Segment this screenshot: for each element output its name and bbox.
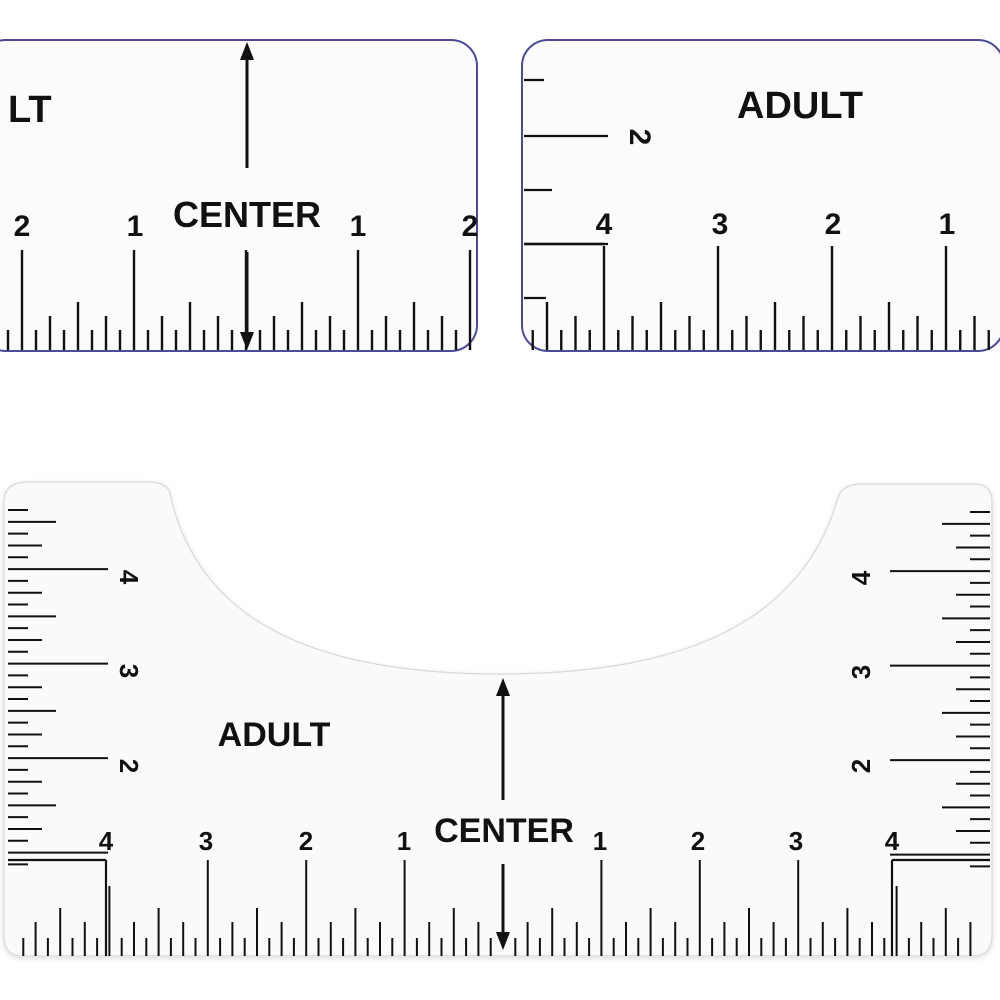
side-ruler-number: 2 [114, 759, 144, 773]
zoom-frame [521, 39, 1000, 352]
ruler-number: 4 [99, 826, 114, 856]
center-label: CENTER [173, 194, 321, 235]
ruler-number: 2 [691, 826, 705, 856]
side-ruler-number: 2 [846, 759, 876, 773]
ruler-number: 1 [593, 826, 607, 856]
adult-label: ADULT [737, 85, 863, 127]
tshirt-ruler-svg: CENTER ADULT 4 3 2 1 1 2 3 4 4 3 2 4 3 2 [3, 481, 993, 957]
partial-adult-label: LT [8, 89, 52, 131]
ruler-number: 3 [199, 826, 213, 856]
tshirt-ruler: CENTER ADULT 4 3 2 1 1 2 3 4 4 3 2 4 3 2 [0, 470, 1000, 1000]
tick-marks [6, 250, 472, 350]
zoom-view-center-svg: CENTER LT 2 1 1 2 [0, 39, 479, 352]
ruler-number: 1 [397, 826, 411, 856]
adult-label: ADULT [218, 716, 331, 754]
side-ruler-number: 3 [846, 665, 876, 679]
ruler-number: 2 [14, 210, 31, 243]
center-label: CENTER [434, 812, 574, 850]
ruler-number: 1 [127, 210, 144, 243]
side-ruler-number: 4 [114, 570, 144, 585]
side-ruler-number: 3 [114, 664, 144, 678]
ruler-number: 3 [712, 208, 729, 241]
ruler-body [3, 481, 993, 957]
up-arrowhead-icon [496, 678, 510, 696]
tick-marks [524, 78, 990, 350]
up-arrowhead-icon [240, 42, 254, 60]
zoom-view-center: CENTER LT 2 1 1 2 [0, 0, 490, 360]
ruler-number: 2 [462, 210, 479, 243]
ruler-number: 1 [939, 208, 956, 241]
ruler-number: 1 [350, 210, 367, 243]
zoom-view-corner: ADULT 2 4 3 2 1 [510, 0, 1000, 360]
down-arrowhead-icon [496, 932, 510, 950]
side-ruler-number: 4 [846, 570, 876, 585]
ruler-number: 4 [885, 826, 900, 856]
down-arrowhead-icon [240, 332, 254, 350]
side-ruler-number: 2 [623, 129, 656, 146]
ruler-number: 2 [825, 208, 842, 241]
tick-marks [8, 509, 990, 956]
zoom-view-corner-svg: ADULT 2 4 3 2 1 [521, 39, 1000, 352]
ruler-number: 3 [789, 826, 803, 856]
ruler-number: 2 [299, 826, 313, 856]
ruler-number: 4 [596, 208, 613, 241]
